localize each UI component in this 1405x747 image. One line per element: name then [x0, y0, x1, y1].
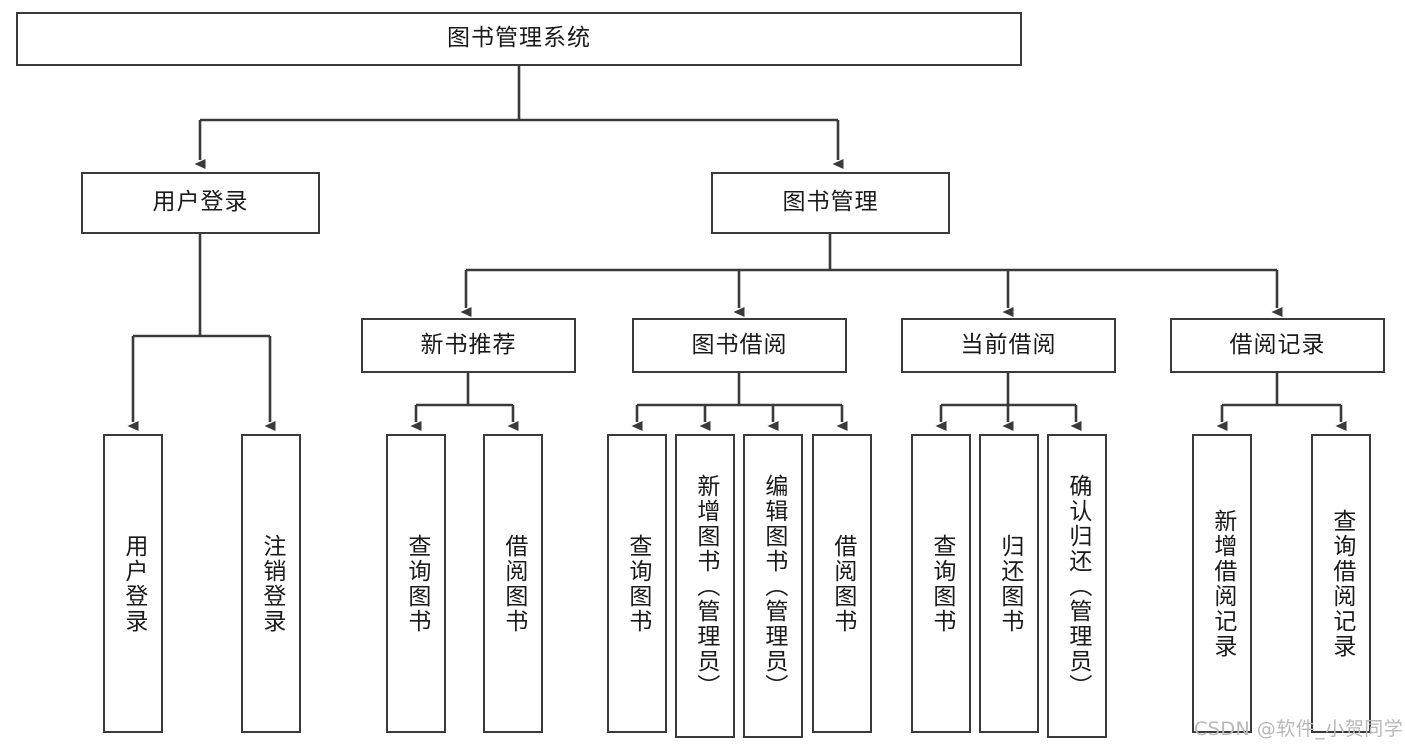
node-borrow-record[interactable]: 借阅记录: [1170, 318, 1385, 373]
node-leaf-query-book-3[interactable]: 查询图书: [911, 434, 971, 733]
node-new-book-rec-label: 新书推荐: [420, 331, 517, 358]
node-root[interactable]: 图书管理系统: [16, 12, 1022, 66]
node-leaf-return-book[interactable]: 归还图书: [979, 434, 1039, 733]
node-leaf-user-login[interactable]: 用户登录: [103, 434, 163, 733]
node-leaf-confirm-return-label: 确认归还（管理员）: [1064, 473, 1091, 699]
node-leaf-query-book-1-label: 查询图书: [403, 533, 430, 634]
node-leaf-return-book-label: 归还图书: [996, 533, 1023, 634]
node-leaf-logout-label: 注销登录: [258, 533, 285, 634]
node-current-borrow-label: 当前借阅: [960, 331, 1057, 358]
node-leaf-borrow-book-2[interactable]: 借阅图书: [812, 434, 872, 733]
node-leaf-add-book[interactable]: 新增图书（管理员）: [675, 434, 735, 738]
node-leaf-query-book-1[interactable]: 查询图书: [386, 434, 446, 733]
node-new-book-rec[interactable]: 新书推荐: [361, 318, 576, 373]
node-leaf-edit-book-label: 编辑图书（管理员）: [760, 473, 787, 699]
node-leaf-add-record[interactable]: 新增借阅记录: [1192, 434, 1252, 733]
node-leaf-borrow-book-1[interactable]: 借阅图书: [483, 434, 543, 733]
node-leaf-query-record[interactable]: 查询借阅记录: [1311, 434, 1371, 733]
node-leaf-query-record-label: 查询借阅记录: [1328, 508, 1355, 659]
node-leaf-query-book-2-label: 查询图书: [624, 533, 651, 634]
watermark: CSDN @软件_小贺同学: [1194, 718, 1404, 740]
node-leaf-add-book-label: 新增图书（管理员）: [692, 473, 719, 699]
node-leaf-edit-book[interactable]: 编辑图书（管理员）: [743, 434, 803, 738]
node-leaf-logout[interactable]: 注销登录: [241, 434, 301, 733]
node-current-borrow[interactable]: 当前借阅: [901, 318, 1116, 373]
node-leaf-add-record-label: 新增借阅记录: [1209, 508, 1236, 659]
node-leaf-user-login-label: 用户登录: [120, 533, 147, 634]
node-leaf-borrow-book-2-label: 借阅图书: [829, 533, 856, 634]
node-user-login[interactable]: 用户登录: [81, 172, 320, 234]
node-book-manage-label: 图书管理: [782, 189, 879, 216]
node-leaf-borrow-book-1-label: 借阅图书: [500, 533, 527, 634]
node-book-borrow-label: 图书借阅: [691, 331, 788, 358]
node-book-manage[interactable]: 图书管理: [711, 172, 950, 234]
node-leaf-query-book-3-label: 查询图书: [928, 533, 955, 634]
node-root-label: 图书管理系统: [447, 25, 591, 52]
node-leaf-query-book-2[interactable]: 查询图书: [607, 434, 667, 733]
node-borrow-record-label: 借阅记录: [1229, 331, 1326, 358]
node-user-login-label: 用户登录: [152, 189, 249, 216]
node-leaf-confirm-return[interactable]: 确认归还（管理员）: [1047, 434, 1107, 738]
node-book-borrow[interactable]: 图书借阅: [632, 318, 847, 373]
